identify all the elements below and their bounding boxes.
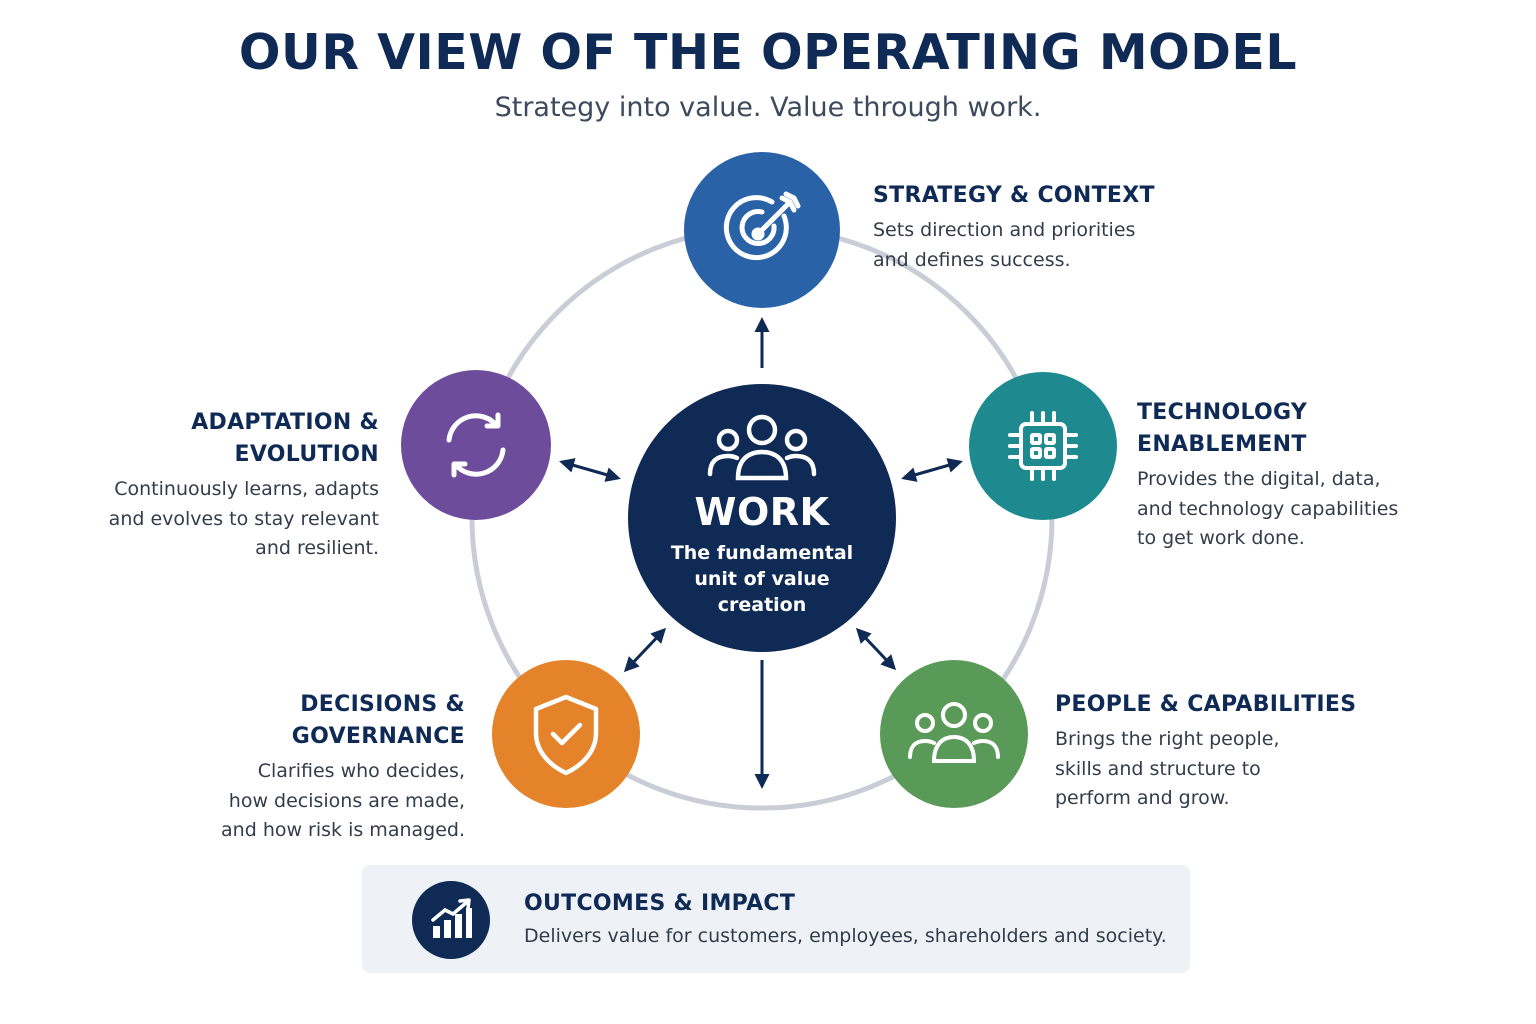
strategy-text: STRATEGY & CONTEXT Sets direction and pr… [873,180,1213,275]
people-node [880,660,1028,808]
strategy-description: Sets direction and priorities and define… [873,219,1136,271]
adaptation-text: ADAPTATION & EVOLUTION Continuously lear… [40,407,379,564]
decisions-node [492,660,640,808]
outcomes-icon-badge [412,881,490,959]
outcomes-text: OUTCOMES & IMPACT Delivers value for cus… [524,888,1184,952]
technology-title: TECHNOLOGY ENABLEMENT [1137,400,1308,457]
technology-node [969,372,1117,520]
center-description: The fundamental unit of value creation [670,542,854,616]
arrow-to-people [855,627,897,671]
decisions-title: DECISIONS & GOVERNANCE [291,692,465,749]
work-center-node: WORK The fundamental unit of value creat… [628,384,896,652]
people-icon [908,702,1000,763]
adaptation-description: Continuously learns, adapts and evolves … [108,478,379,559]
growth-chart-icon [431,898,472,938]
people-description: Brings the right people, skills and stru… [1055,728,1280,809]
outcomes-title: OUTCOMES & IMPACT [524,891,796,916]
technology-text: TECHNOLOGY ENABLEMENT Provides the digit… [1137,397,1467,554]
strategy-node [684,152,840,308]
arrow-to-decisions [623,627,667,673]
strategy-title: STRATEGY & CONTEXT [873,183,1155,208]
outcomes-panel: OUTCOMES & IMPACT Delivers value for cus… [362,865,1190,973]
adaptation-title: ADAPTATION & EVOLUTION [191,410,379,467]
decisions-description: Clarifies who decides, how decisions are… [221,760,465,841]
decisions-text: DECISIONS & GOVERNANCE Clarifies who dec… [120,689,465,846]
page-title: OUR VIEW OF THE OPERATING MODEL [238,24,1298,81]
target-arrow-icon [723,191,801,261]
technology-description: Provides the digital, data, and technolo… [1137,468,1399,549]
people-group-icon [707,414,817,481]
arrow-to-adaptation [559,458,621,482]
arrow-to-technology [901,458,963,482]
chip-icon [1008,411,1078,481]
refresh-icon [446,412,506,478]
page-subtitle: Strategy into value. Value through work. [494,92,1042,123]
shield-check-icon [533,694,599,776]
people-title: PEOPLE & CAPABILITIES [1055,692,1357,717]
outcomes-description: Delivers value for customers, employees,… [524,925,1167,947]
adaptation-node [401,370,551,520]
center-title: WORK [694,490,830,534]
people-text: PEOPLE & CAPABILITIES Brings the right p… [1055,689,1385,814]
